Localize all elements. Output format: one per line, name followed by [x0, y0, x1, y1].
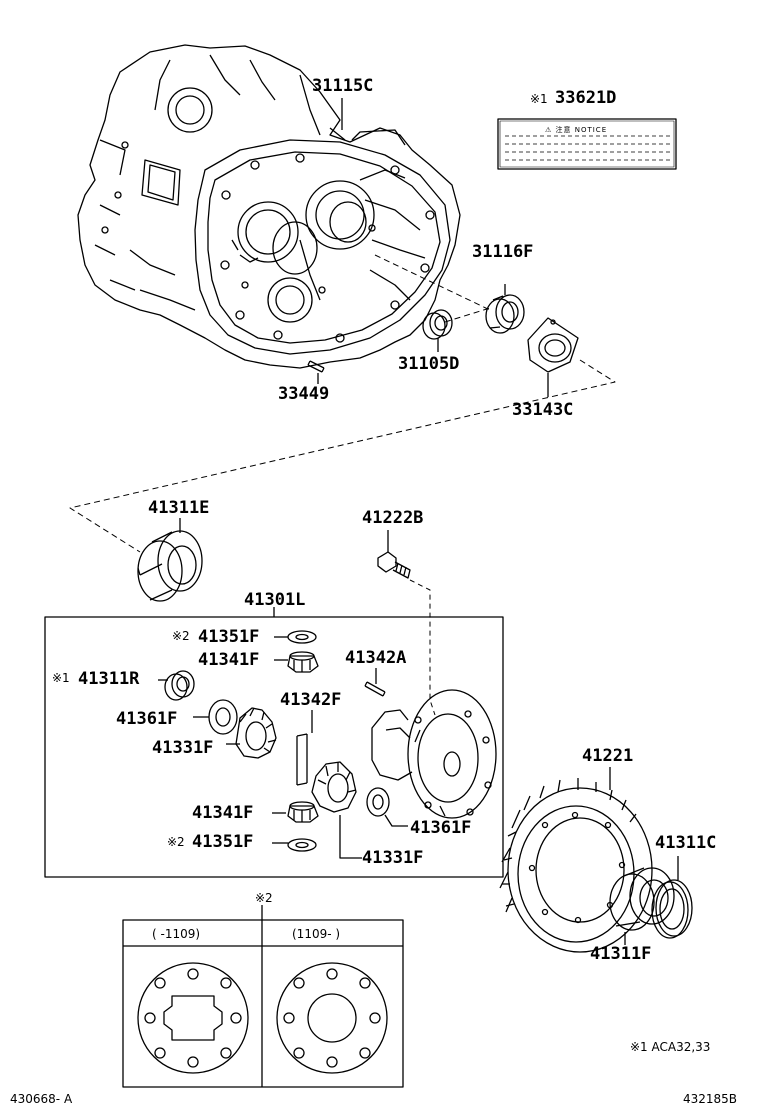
label-41221: 41221 — [582, 746, 634, 766]
label-31105D: 31105D — [398, 354, 460, 374]
notice-label-plate — [497, 118, 677, 170]
label-41222B: 41222B — [362, 508, 424, 528]
label-41361F-left: 41361F — [116, 709, 178, 729]
pin-41342A — [364, 681, 386, 697]
label-41331F-left: 41331F — [152, 738, 214, 758]
dashed-line-bearing — [69, 359, 616, 553]
pinion-41341F-bottom — [287, 801, 319, 823]
washer-41361F-left — [208, 699, 238, 735]
label-41331F-right: 41331F — [362, 848, 424, 868]
oil-seal-33143C — [527, 317, 579, 373]
shim-table-col1: ( -1109) — [152, 927, 201, 941]
label-41301L: 41301L — [244, 590, 306, 610]
pinion-41341F-top — [287, 651, 319, 673]
bearing-41311R — [164, 670, 195, 701]
diagram-code-right: 432185B — [683, 1092, 738, 1106]
label-41351F-bottom-mark: ※2 — [167, 835, 185, 849]
label-41351F-top-mark: ※2 — [172, 629, 190, 643]
label-41311R: 41311R — [78, 669, 140, 689]
shim-table — [122, 905, 404, 1088]
label-41351F-bottom: 41351F — [192, 832, 254, 852]
differential-case — [371, 689, 497, 819]
bearing-41311E — [137, 530, 203, 602]
label-41342A: 41342A — [345, 648, 407, 668]
pin-33449 — [307, 360, 325, 373]
shim-table-col2: (1109- ) — [292, 927, 341, 941]
bearing-race-41311C — [651, 879, 693, 939]
label-41311R-mark: ※1 — [52, 671, 70, 685]
label-33621D-mark: ※1 — [530, 92, 548, 106]
shim-washer-left — [137, 962, 249, 1074]
oil-seal-31116F — [485, 294, 525, 334]
side-gear-41331F-left — [235, 707, 277, 759]
washer-41361F-right — [366, 787, 408, 827]
differential-box — [44, 616, 504, 878]
label-31116F: 31116F — [472, 242, 534, 262]
label-41361F-right: 41361F — [410, 818, 472, 838]
notice-label-text: ⚠ 注意 NOTICE — [545, 126, 608, 134]
label-41311C: 41311C — [655, 833, 717, 853]
label-33621D: 33621D — [555, 88, 617, 108]
dashed-line-seal-upper — [374, 254, 491, 323]
footnote: ※1 ACA32,33 — [630, 1040, 711, 1054]
label-41341F-bottom: 41341F — [192, 803, 254, 823]
label-31115C: 31115C — [312, 76, 374, 96]
label-41351F-top: 41351F — [198, 627, 260, 647]
label-33143C: 33143C — [512, 400, 574, 420]
label-41311E: 41311E — [148, 498, 210, 518]
shim-table-mark: ※2 — [255, 891, 273, 905]
label-41341F-top: 41341F — [198, 650, 260, 670]
shaft-41342F — [296, 733, 308, 786]
diagram-code-left: 430668- A — [10, 1092, 73, 1106]
washer-41351F-top — [287, 630, 317, 644]
label-41311F: 41311F — [590, 944, 652, 964]
shim-washer-right — [276, 962, 388, 1074]
side-gear-41331F-right — [311, 761, 362, 859]
bolt-41222B — [377, 551, 411, 579]
oil-seal-31105D — [422, 309, 453, 340]
label-33449: 33449 — [278, 384, 330, 404]
washer-41351F-bottom — [287, 838, 317, 852]
ring-gear-41221 — [499, 778, 653, 953]
bearing-41311F — [609, 867, 675, 931]
label-41342F: 41342F — [280, 690, 342, 710]
transaxle-housing — [77, 44, 461, 369]
dashed-line-bolt — [409, 579, 436, 716]
